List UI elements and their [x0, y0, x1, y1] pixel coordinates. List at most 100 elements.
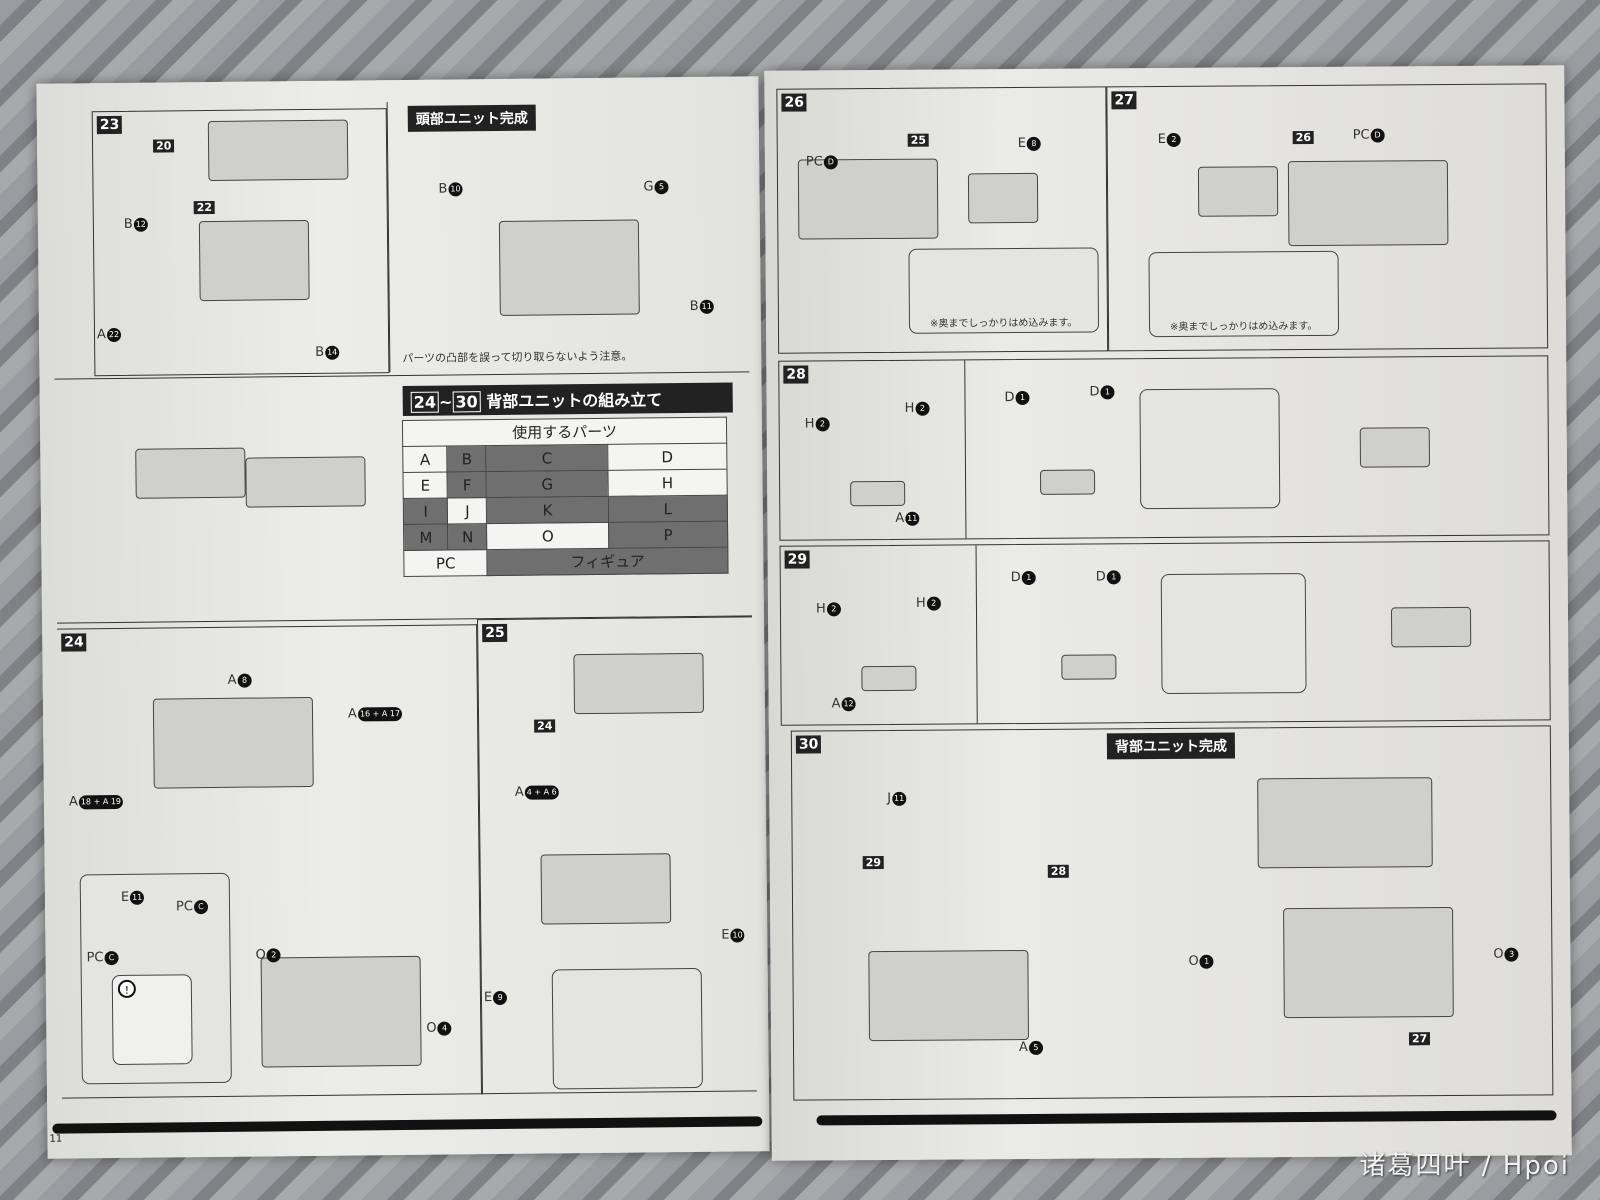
head-part-drawing [207, 119, 349, 182]
frame-drawing [797, 158, 939, 240]
head-unit-drawing [498, 219, 640, 316]
step-number: 26 [781, 93, 807, 112]
frame-drawing [868, 949, 1029, 1042]
step-number: 24 [61, 633, 87, 652]
fit-note: ※奥までしっかりはめ込みます。 [929, 317, 1078, 330]
part-drawing [1039, 469, 1096, 495]
step-number: 25 [482, 623, 508, 643]
frame-drawing [1287, 160, 1449, 247]
parts-figure: フィギュア [487, 547, 729, 576]
step-number: 23 [96, 115, 123, 135]
frame-drawing [152, 696, 314, 789]
sub-ref: 22 [193, 200, 216, 215]
sub-ref: 26 [1292, 130, 1315, 145]
parts-cell: D [607, 443, 727, 471]
step-number: 29 [784, 550, 811, 569]
detail-inset [551, 967, 703, 1090]
assembled-part-drawing [1359, 427, 1430, 468]
step-number: 30 [795, 735, 822, 754]
frame-drawing [260, 955, 422, 1068]
back-unit-drawing [1257, 777, 1433, 869]
part-drawing [850, 480, 906, 507]
caution-note: パーツの凸部を誤って切り取らないよう注意。 [402, 349, 633, 365]
parts-cell: C [486, 444, 608, 472]
part-drawing [1061, 654, 1117, 680]
back-complete-title: 背部ユニット完成 [1106, 732, 1236, 760]
page-number: 11 [49, 1133, 63, 1145]
sub-ref: 29 [862, 855, 885, 870]
detail-inset: ※奥までしっかりはめ込みます。 [1148, 250, 1340, 338]
part-drawing [1197, 166, 1279, 217]
detail-inset: ※奥までしっかりはめ込みます。 [908, 247, 1100, 334]
parts-cell: E [402, 472, 448, 499]
sub-ref: 27 [1408, 1032, 1431, 1046]
parts-cell: N [448, 523, 488, 551]
part-drawing [967, 172, 1039, 224]
parts-cell: G [486, 470, 609, 498]
parts-cell: B [447, 445, 487, 473]
sub-ref: 25 [907, 133, 930, 147]
detail-inset [1160, 573, 1307, 695]
sub-ref: 20 [152, 139, 175, 153]
parts-cell: O [486, 522, 609, 550]
fit-note: ※奥までしっかりはめ込みます。 [1169, 320, 1318, 333]
watermark: 诸葛四叶 / Hpoi [1359, 1151, 1570, 1181]
back-unit-drawing [135, 447, 246, 499]
head-body-drawing [198, 219, 310, 302]
parts-cell: K [486, 496, 609, 524]
frame-drawing [573, 652, 705, 715]
parts-cell: M [403, 524, 449, 551]
parts-cell: H [607, 469, 728, 497]
assembled-part-drawing [1390, 606, 1472, 648]
parts-pc: PC [403, 549, 488, 577]
parts-cell: A [402, 446, 448, 473]
parts-cell: F [447, 471, 487, 499]
step-number: 27 [1111, 91, 1137, 110]
parts-cell: P [608, 521, 728, 549]
parts-cell: J [447, 497, 487, 525]
part-drawing [861, 665, 917, 692]
caution-inset: ! [111, 974, 193, 1066]
parts-cell: I [403, 498, 449, 525]
